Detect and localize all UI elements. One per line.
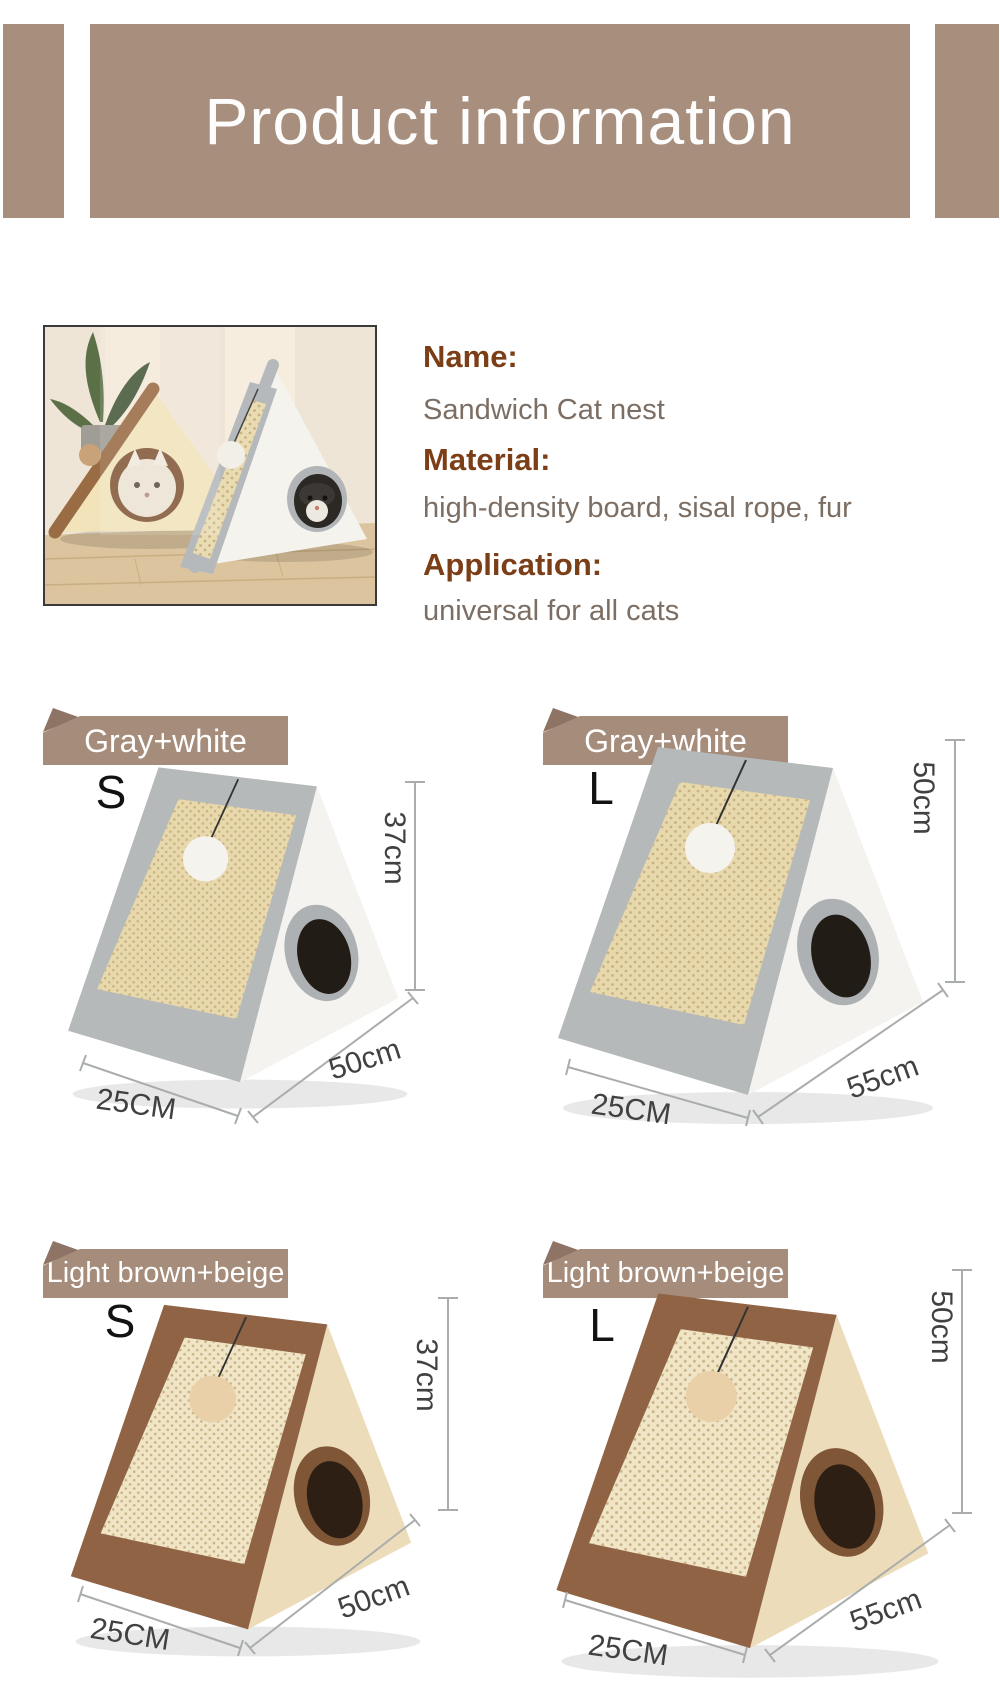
variant-brown-beige-l: Light brown+beige L 50cm 55cm 25CM <box>500 1173 1000 1696</box>
application-label: Application: <box>423 547 603 582</box>
variant-gray-white-l: Gray+white L 50cm 55cm 25CM <box>500 640 1000 1163</box>
height-dimension: 37cm <box>410 1338 443 1412</box>
color-label: Light brown+beige <box>46 1257 285 1289</box>
size-label: S <box>95 766 127 818</box>
size-label: L <box>588 762 614 814</box>
color-label: Light brown+beige <box>546 1257 785 1289</box>
dimension-lines <box>79 781 425 1125</box>
height-dimension: 50cm <box>907 761 940 835</box>
application-value: universal for all cats <box>423 595 680 627</box>
height-dimension: 37cm <box>378 811 411 885</box>
header-banner: Product information <box>90 24 910 218</box>
variant-gray-white-s: Gray+white S 37cm 50cm 25CM <box>0 640 500 1163</box>
name-value: Sandwich Cat nest <box>423 394 665 426</box>
height-dimension: 50cm <box>925 1290 958 1364</box>
variant-brown-beige-s: Light brown+beige S 37cm 50cm 25CM <box>0 1173 500 1696</box>
color-ribbon: Light brown+beige <box>543 1249 788 1298</box>
header-right-strip <box>935 24 999 218</box>
material-label: Material: <box>423 442 551 477</box>
color-label: Gray+white <box>84 722 247 759</box>
dimension-lines <box>562 1269 972 1664</box>
photo-scene <box>45 327 375 604</box>
product-photo <box>43 325 377 606</box>
dimension-lines <box>565 739 965 1127</box>
cat-house-right-illustration <box>180 359 373 574</box>
page-title: Product information <box>204 84 796 158</box>
color-ribbon: Light brown+beige <box>43 1249 288 1298</box>
size-label: S <box>104 1295 136 1347</box>
header-left-strip <box>3 24 64 218</box>
dimension-lines <box>77 1297 458 1657</box>
color-ribbon: Gray+white <box>43 716 288 765</box>
material-value: high-density board, sisal rope, fur <box>423 492 852 524</box>
name-label: Name: <box>423 339 518 374</box>
size-label: L <box>589 1299 615 1351</box>
